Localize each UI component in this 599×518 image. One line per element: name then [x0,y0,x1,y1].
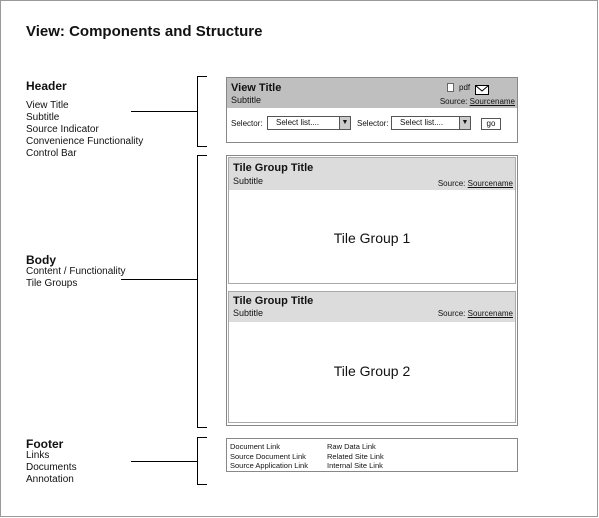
legend-footer-item: Annotation [26,474,74,485]
chevron-down-icon[interactable]: ▼ [339,117,350,129]
footer-link[interactable]: Source Document Link [230,451,306,461]
footer-col1: Document Link Source Document Link Sourc… [230,442,308,471]
tile-group-1-subtitle: Subtitle [233,176,264,186]
legend-body-heading: Body [26,253,56,267]
footer-link[interactable]: Related Site Link [327,451,384,461]
header-connector-line [131,111,197,112]
mock-header-titlebar: View Title Subtitle pdf Source: Sourcena… [227,78,517,108]
selector1-value: Select list.... [276,118,320,127]
legend-header-item: Convenience Functionality [26,136,144,147]
selector1-label: Selector: [231,119,263,128]
footer-link[interactable]: Source Application Link [230,461,308,470]
page-title: View: Components and Structure [26,23,263,40]
legend-header-heading: Header [26,79,67,93]
go-button[interactable]: go [481,118,501,130]
mock-view-title: View Title [231,82,282,94]
tile-group-1-title: Tile Group Title [233,162,314,174]
source-link[interactable]: Sourcename [467,179,513,188]
selector2-label: Selector: [357,119,389,128]
tile-group-1-header: Tile Group Title Subtitle Source: Source… [229,158,515,190]
tile-group-2: Tile Group Title Subtitle Source: Source… [228,291,516,423]
legend-footer-item: Links [26,450,50,461]
email-icon[interactable] [475,82,489,100]
legend-footer-items: Links Documents Annotation [26,450,77,486]
source-prefix: Source: [437,309,466,318]
pdf-label[interactable]: pdf [459,83,471,92]
footer-link[interactable]: Raw Data Link [327,442,376,451]
tile-group-1-content: Tile Group 1 [333,230,411,246]
legend-footer-heading: Footer [26,437,64,451]
mock-header: View Title Subtitle pdf Source: Sourcena… [226,77,518,143]
header-bracket [197,76,207,147]
tile-group-1-source: Source: Sourcename [438,179,513,188]
source-link[interactable]: Sourcename [469,97,515,106]
selector1-dropdown[interactable]: Select list.... ▼ [267,116,351,130]
legend-body-item: Tile Groups [26,278,78,289]
mock-footer: Document Link Source Document Link Sourc… [226,438,518,472]
legend-header-item: View Title [26,100,69,111]
legend-body-items: Content / Functionality Tile Groups [26,266,126,290]
mock-body: Tile Group Title Subtitle Source: Source… [226,155,518,426]
mock-subtitle: Subtitle [231,95,262,105]
tile-group-2-source: Source: Sourcename [438,309,513,318]
selector2-value: Select list.... [400,118,444,127]
source-prefix: Source: [439,97,468,106]
footer-col2: Raw Data Link Related Site Link Internal… [327,442,384,471]
mock-source: Source: Sourcename [440,97,515,106]
tile-group-1: Tile Group Title Subtitle Source: Source… [228,157,516,284]
footer-link[interactable]: Document Link [230,442,281,451]
tile-group-2-header: Tile Group Title Subtitle Source: Source… [229,292,515,322]
legend-header-item: Subtitle [26,112,60,123]
footer-bracket [197,437,207,485]
selector2-dropdown[interactable]: Select list.... ▼ [391,116,471,130]
body-connector-line [121,279,197,280]
footer-connector-line [131,461,197,462]
chevron-down-icon[interactable]: ▼ [459,117,470,129]
body-bracket [197,155,207,428]
legend-header-items: View Title Subtitle Source Indicator Con… [26,100,143,160]
source-link[interactable]: Sourcename [467,309,513,318]
tile-group-2-subtitle: Subtitle [233,308,264,318]
legend-body-item: Content / Functionality [26,266,126,277]
legend-footer-item: Documents [26,462,77,473]
legend-header-item: Source Indicator [26,124,99,135]
tile-group-2-title: Tile Group Title [233,295,314,307]
source-prefix: Source: [437,179,466,188]
tile-group-2-content: Tile Group 2 [333,363,411,379]
pdf-icon[interactable] [447,83,454,92]
footer-link[interactable]: Internal Site Link [327,461,383,470]
legend-header-item: Control Bar [26,148,77,159]
